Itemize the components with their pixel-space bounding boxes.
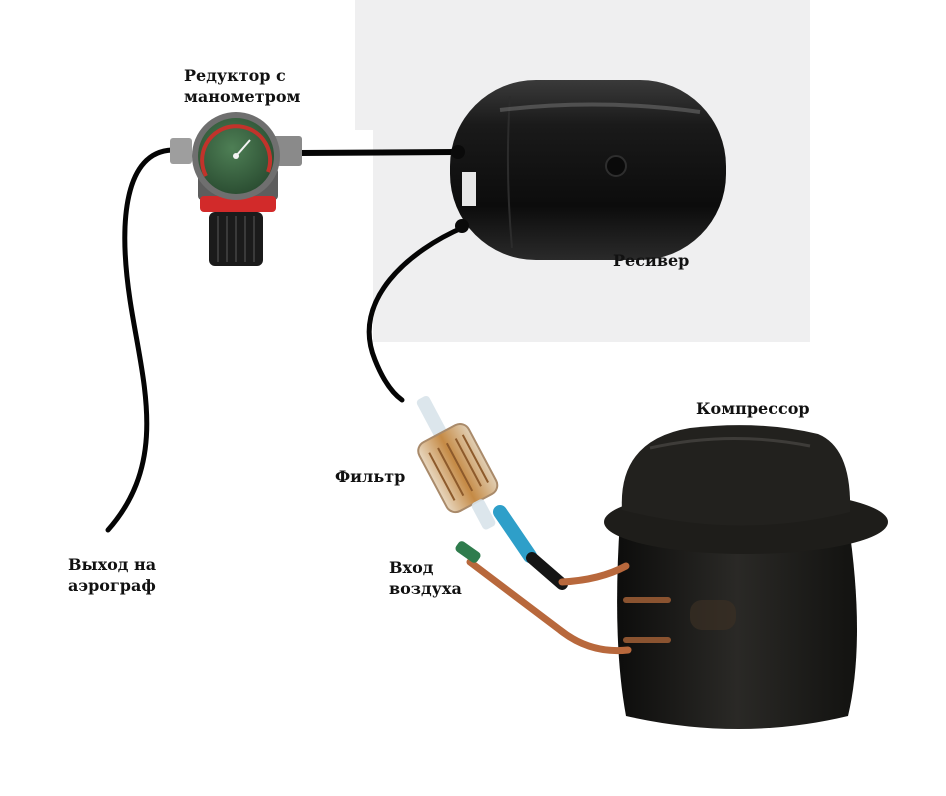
compressor-lower-body [617,520,857,729]
label-airbrush-out-line-1: Выход на [68,555,157,574]
receiver-side-port [605,155,627,177]
receiver-inlet-port [455,219,469,233]
copper-discharge-pipe [558,562,630,586]
hose-to-airbrush [105,147,175,533]
copper-intake-pipe [466,558,632,655]
compressor-dome [621,425,851,526]
receiver-tank-sticker [462,172,476,206]
gauge-red-scale [200,124,273,177]
receiver-tank-highlight [499,102,701,114]
receiver-tank-body [450,80,726,260]
label-compressor: Компрессор [696,399,810,418]
inline-filter [416,395,499,530]
label-filter: Фильтр [335,467,406,486]
label-receiver: Ресивер [613,251,690,270]
label-airbrush-out: Выход на аэрограф [68,554,156,596]
intake-tube-cap [455,541,481,563]
compressor-rust-spot [690,600,736,630]
filter-pleats [428,434,489,501]
hose-receiver-to-filter [366,224,467,403]
receiver-outlet-port [451,145,465,159]
receiver-tank-seam [506,95,513,249]
receiver-tank [450,80,726,260]
label-regulator-line-1: Редуктор с [184,66,286,85]
regulator-with-gauge [170,112,302,266]
filter-outlet-nipple [471,499,496,530]
label-air-inlet: Вход воздуха [389,557,462,599]
hose-regulator-to-receiver [297,149,458,156]
gauge-needle [235,139,251,157]
filter-inlet-nipple [416,395,447,437]
label-air-inlet-line-1: Вход [389,558,434,577]
filter-housing [417,423,499,514]
black-tube-to-compressor [526,552,568,590]
compressor-dome-highlight [649,436,811,450]
regulator-inlet-fitting [170,138,192,164]
regulator-red-collar [200,196,276,212]
label-regulator-line-2: манометром [184,87,301,106]
gauge-pivot [233,153,239,159]
blue-tube [493,505,537,563]
label-air-inlet-line-2: воздуха [389,579,462,598]
compressor [604,425,888,729]
label-airbrush-out-line-2: аэрограф [68,576,156,595]
label-regulator: Редуктор с манометром [184,65,300,107]
knob-ribs [217,216,255,262]
